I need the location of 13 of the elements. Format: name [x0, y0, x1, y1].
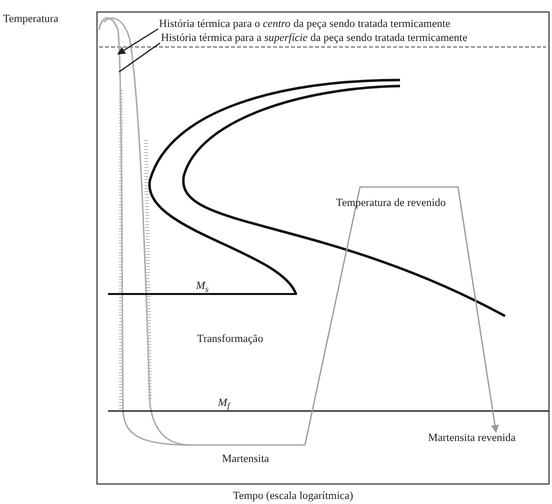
region-label: Temperatura de revenido	[336, 197, 446, 210]
leader-line	[118, 42, 160, 73]
region-label: Transformação	[197, 333, 264, 346]
callout-text: História térmica para a superfície da peça sendo tratada termicamente	[161, 32, 468, 45]
leader-line	[117, 28, 158, 55]
axis-label: Temperatura	[3, 13, 58, 26]
region-label: Martensita	[222, 453, 270, 466]
line-label: M$_{f}$	[218, 397, 230, 414]
callout-text: História térmica para o centro da peça sendo tratada termicamente	[159, 18, 450, 31]
axis-label: Tempo (escala logarítmica)	[233, 490, 354, 503]
arrow	[304, 186, 499, 446]
region-label: Martensita revenida	[428, 432, 516, 445]
line-label: M$_{s}$	[196, 280, 209, 296]
